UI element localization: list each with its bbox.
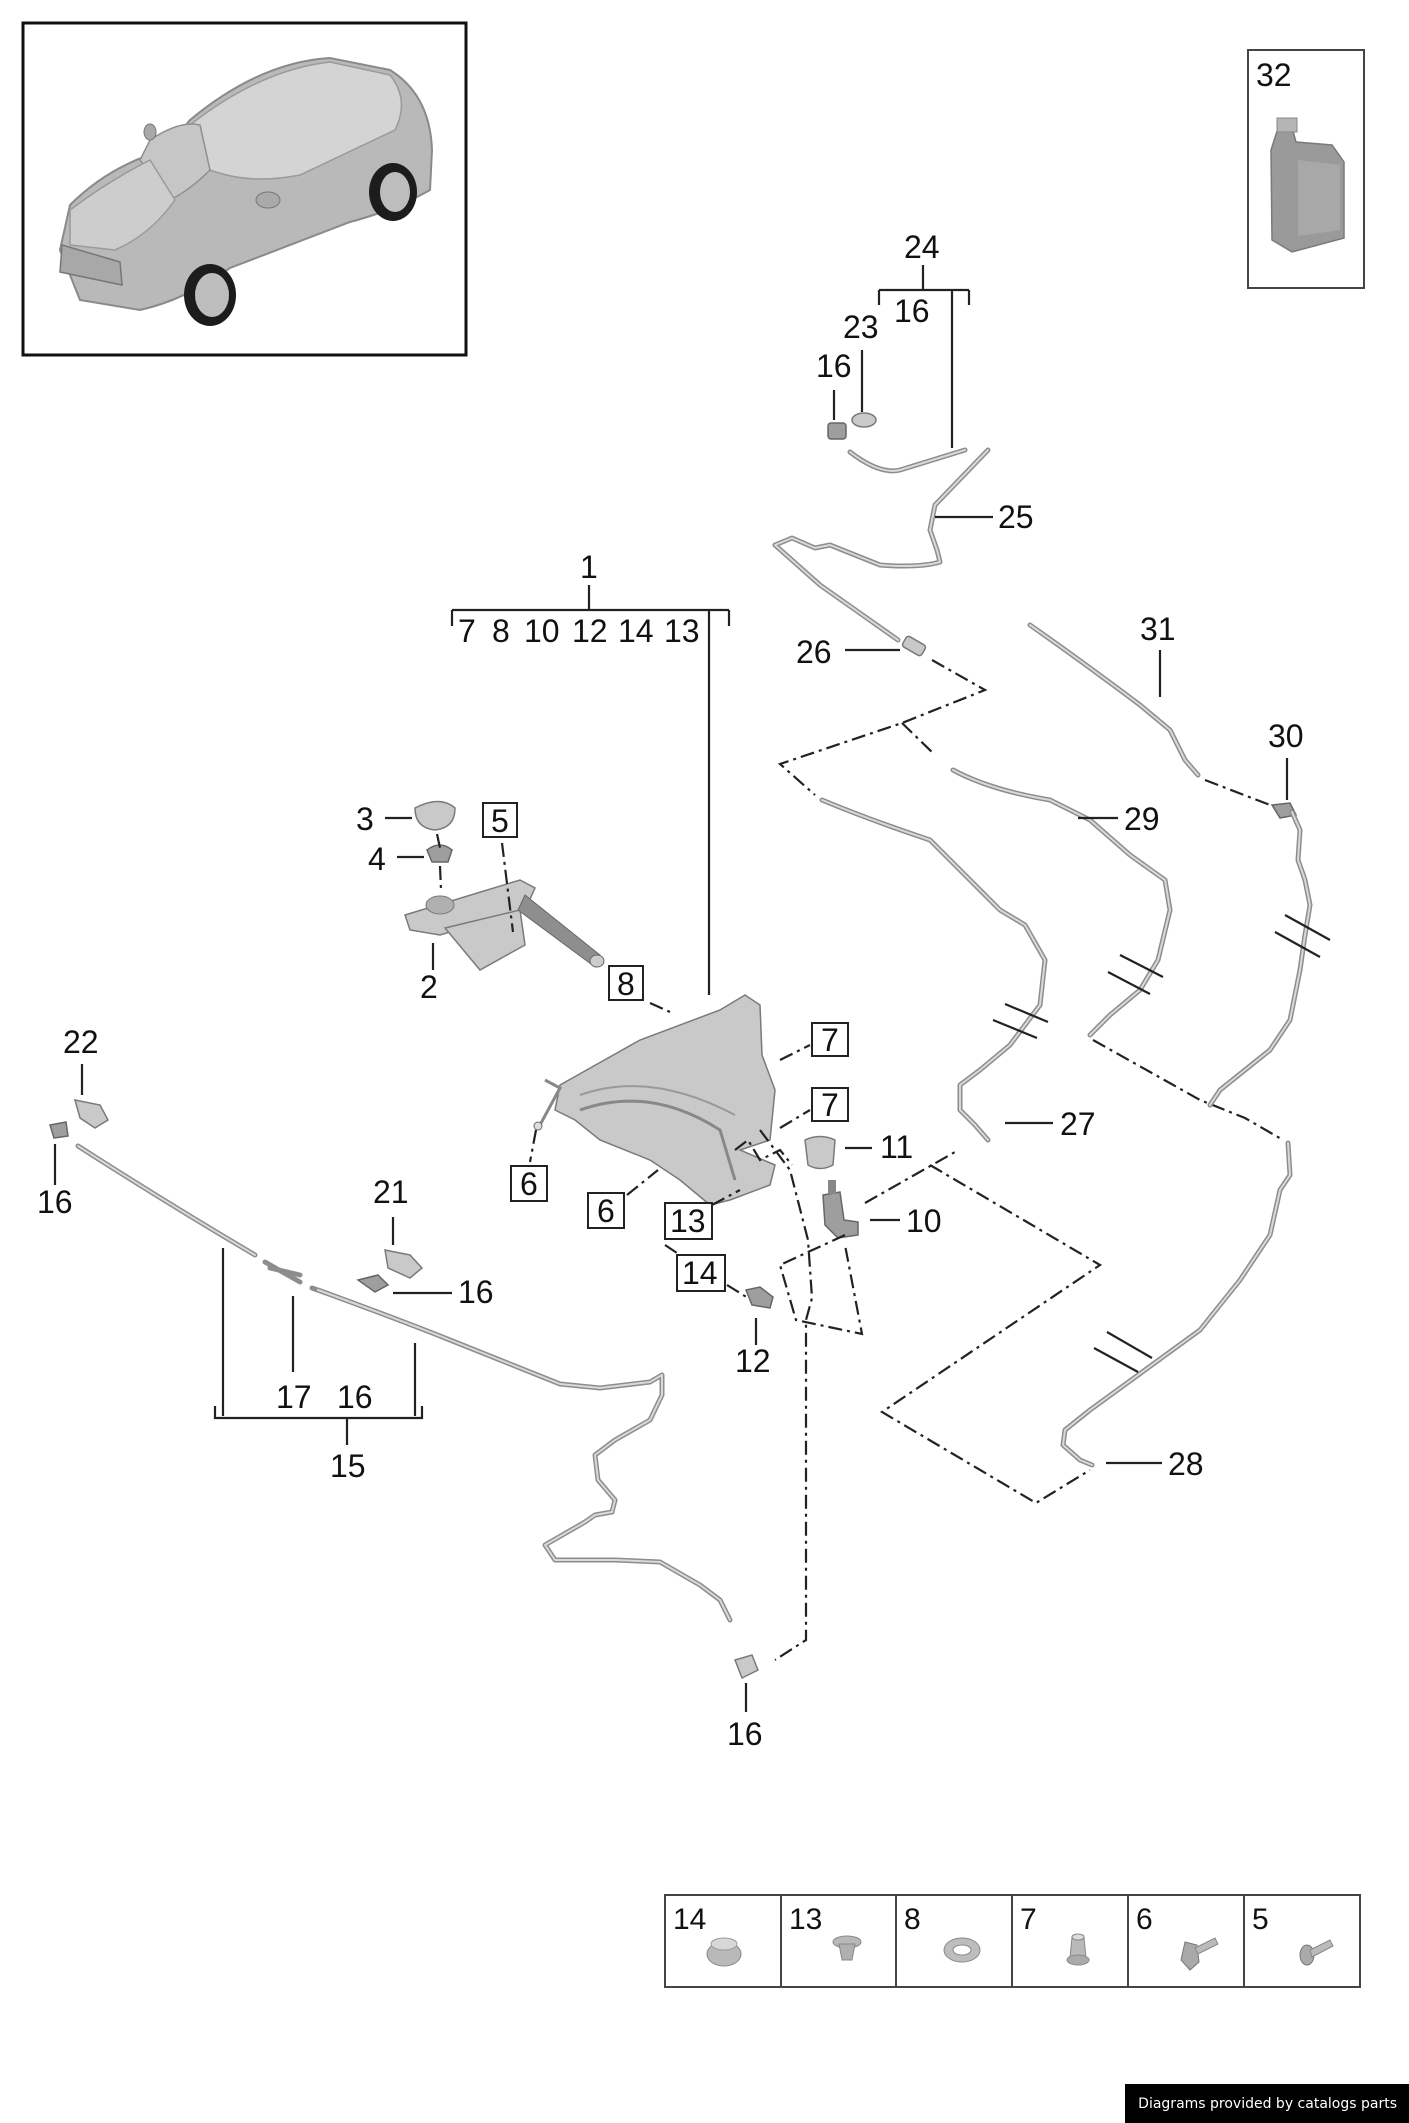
part-17-y-connector[interactable] (267, 1265, 303, 1278)
callout-15-17: 17 (276, 1379, 312, 1415)
part-2-filler-neck[interactable] (404, 879, 605, 971)
part-15-hose (75, 1143, 733, 1623)
callout-group-1: 1 7 8 10 12 14 13 (450, 549, 731, 995)
callout-6a: 6 (520, 1166, 538, 1202)
callout-1-item: 8 (492, 613, 510, 649)
callout-11: 11 (880, 1129, 913, 1165)
callout-3: 3 (356, 801, 374, 837)
box-ref-14 (676, 1254, 726, 1292)
callout-16-bottom: 16 (727, 1716, 763, 1752)
box-ref-5 (482, 802, 518, 838)
callout-1-item: 10 (524, 613, 560, 649)
callout-1: 1 (580, 549, 598, 585)
callout-24-16: 16 (894, 293, 930, 329)
callout-12: 12 (735, 1343, 771, 1379)
callout-8: 8 (617, 966, 635, 1002)
callout-28: 28 (1168, 1446, 1204, 1482)
legend-number: 6 (1136, 1903, 1153, 1936)
callout-1-item: 14 (618, 613, 654, 649)
legend-number: 13 (789, 1903, 822, 1936)
hardware-legend-table: 14 13 8 7 (664, 1894, 1361, 1988)
callout-16-top: 16 (816, 348, 852, 384)
callout-2: 2 (420, 969, 438, 1005)
legend-cell-8[interactable]: 8 (904, 1903, 981, 1963)
car-icon (58, 56, 434, 326)
callout-14: 14 (682, 1255, 718, 1291)
vehicle-thumbnail[interactable] (21, 21, 468, 357)
callout-15: 15 (330, 1448, 366, 1484)
part-21-nozzle[interactable] (384, 1249, 424, 1279)
callout-15-16: 16 (337, 1379, 373, 1415)
part-28-hose (1060, 1140, 1293, 1468)
callout-31: 31 (1140, 611, 1176, 647)
credit-banner: Diagrams provided by catalogs parts (1125, 2084, 1409, 2123)
callout-22: 22 (63, 1024, 99, 1060)
part-16-connector-bottom[interactable] (734, 1654, 759, 1680)
callout-21: 21 (373, 1174, 409, 1210)
callout-32: 32 (1256, 57, 1292, 93)
part-26-connector[interactable] (901, 635, 927, 657)
box-ref-13 (664, 1202, 713, 1240)
part-27-hose (819, 797, 1048, 1143)
grommet-ring-icon (706, 1937, 742, 1967)
part-10-washer-pump[interactable] (822, 1180, 859, 1239)
legend-cell-14[interactable]: 14 (673, 1903, 742, 1967)
callout-4: 4 (368, 841, 386, 877)
part-30-hose (1207, 809, 1313, 1108)
spreader-nut-icon (1066, 1933, 1090, 1966)
callout-1-item: 12 (572, 613, 608, 649)
part-4-seal[interactable] (426, 844, 453, 863)
box-ref-7b (811, 1087, 849, 1122)
callout-10: 10 (906, 1203, 942, 1239)
callout-6b: 6 (597, 1193, 615, 1229)
callout-29: 29 (1124, 801, 1160, 837)
legend-number: 8 (904, 1903, 921, 1936)
legend-cell-13[interactable]: 13 (789, 1903, 862, 1961)
box-ref-6b (587, 1192, 625, 1229)
part-1-washer-reservoir[interactable] (533, 994, 793, 1206)
callout-16-mid: 16 (458, 1274, 494, 1310)
box-ref-6a (510, 1165, 548, 1202)
box-ref-8 (608, 965, 644, 1001)
callout-1-item: 7 (458, 613, 476, 649)
callout-7a: 7 (821, 1022, 839, 1058)
callout-1-item: 13 (664, 613, 700, 649)
legend-cell-6[interactable]: 6 (1136, 1903, 1219, 1971)
hex-flange-bolt-icon (1180, 1937, 1219, 1971)
seal-ring-icon (943, 1937, 981, 1963)
callout-30: 30 (1268, 718, 1304, 754)
callout-13: 13 (670, 1203, 706, 1239)
box-ref-7a (811, 1022, 849, 1057)
callout-27: 27 (1060, 1106, 1096, 1142)
callout-5: 5 (491, 803, 509, 839)
fluid-bottle-icon (1270, 117, 1345, 253)
callout-23: 23 (843, 309, 879, 345)
callout-group-24: 24 16 (877, 229, 971, 448)
legend-cell-7[interactable]: 7 (1020, 1903, 1090, 1966)
part-31-hose (1027, 622, 1201, 778)
part-16-connector-mid[interactable] (356, 1274, 390, 1293)
legend-number: 7 (1020, 1903, 1037, 1936)
legend-number: 5 (1252, 1903, 1269, 1936)
part-23-nozzle-cap[interactable] (851, 412, 877, 428)
callout-24: 24 (904, 229, 940, 265)
part-16-connector-top[interactable] (827, 422, 847, 440)
part-3-filler-cap[interactable] (414, 800, 456, 831)
callout-16-left: 16 (37, 1184, 73, 1220)
push-rivet-icon (832, 1935, 862, 1961)
legend-cell-5[interactable]: 5 (1252, 1903, 1334, 1966)
legend-number: 14 (673, 1903, 706, 1936)
part-22-nozzle[interactable] (73, 1099, 109, 1129)
callout-7b: 7 (821, 1087, 839, 1123)
part-11-pump-grommet[interactable] (804, 1135, 836, 1170)
callout-25: 25 (998, 499, 1034, 535)
part-16-connector-left[interactable] (49, 1121, 69, 1139)
callout-26: 26 (796, 634, 832, 670)
torx-screw-icon (1299, 1939, 1334, 1966)
part-32-washer-fluid[interactable]: 32 (1247, 49, 1365, 289)
part-12-connector[interactable] (744, 1286, 774, 1309)
